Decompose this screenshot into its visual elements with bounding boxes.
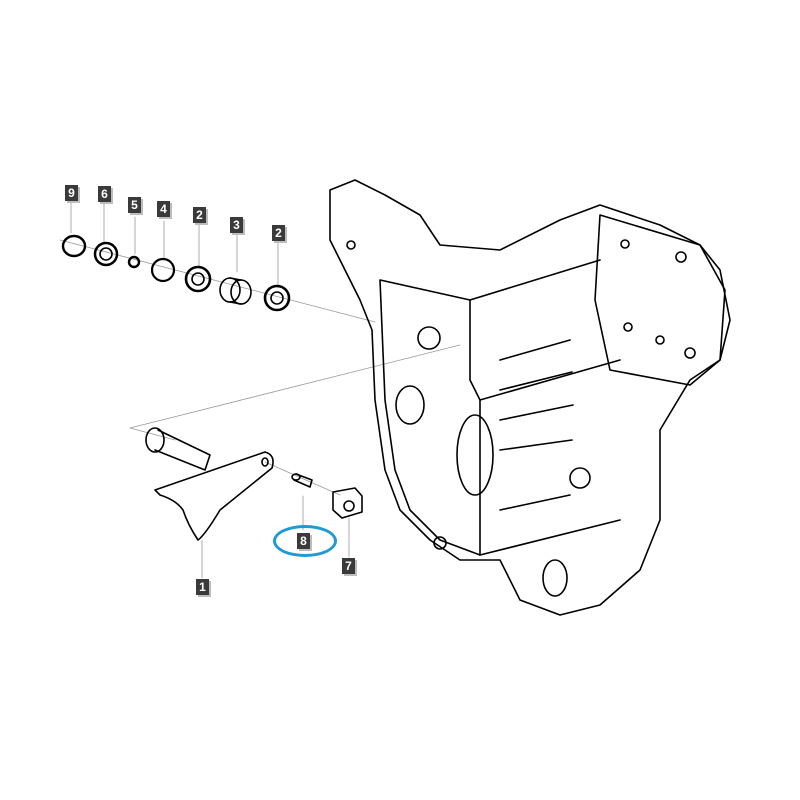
transmission-housing <box>329 179 731 616</box>
part-9-snap-ring <box>61 234 87 258</box>
callout-4[interactable]: 4 <box>157 201 170 217</box>
callout-3[interactable]: 3 <box>230 217 243 233</box>
callout-6[interactable]: 6 <box>98 186 111 202</box>
callout-8[interactable]: 8 <box>297 533 310 549</box>
callout-7[interactable]: 7 <box>342 558 355 574</box>
part-6-seal <box>93 241 119 267</box>
part-1-lever <box>145 427 274 541</box>
callout-2b[interactable]: 2 <box>272 225 285 241</box>
callout-9[interactable]: 9 <box>65 185 78 201</box>
callout-5[interactable]: 5 <box>128 197 141 213</box>
callout-2a[interactable]: 2 <box>193 207 206 223</box>
callout-1[interactable]: 1 <box>196 579 209 595</box>
highlight-ring <box>273 525 337 557</box>
